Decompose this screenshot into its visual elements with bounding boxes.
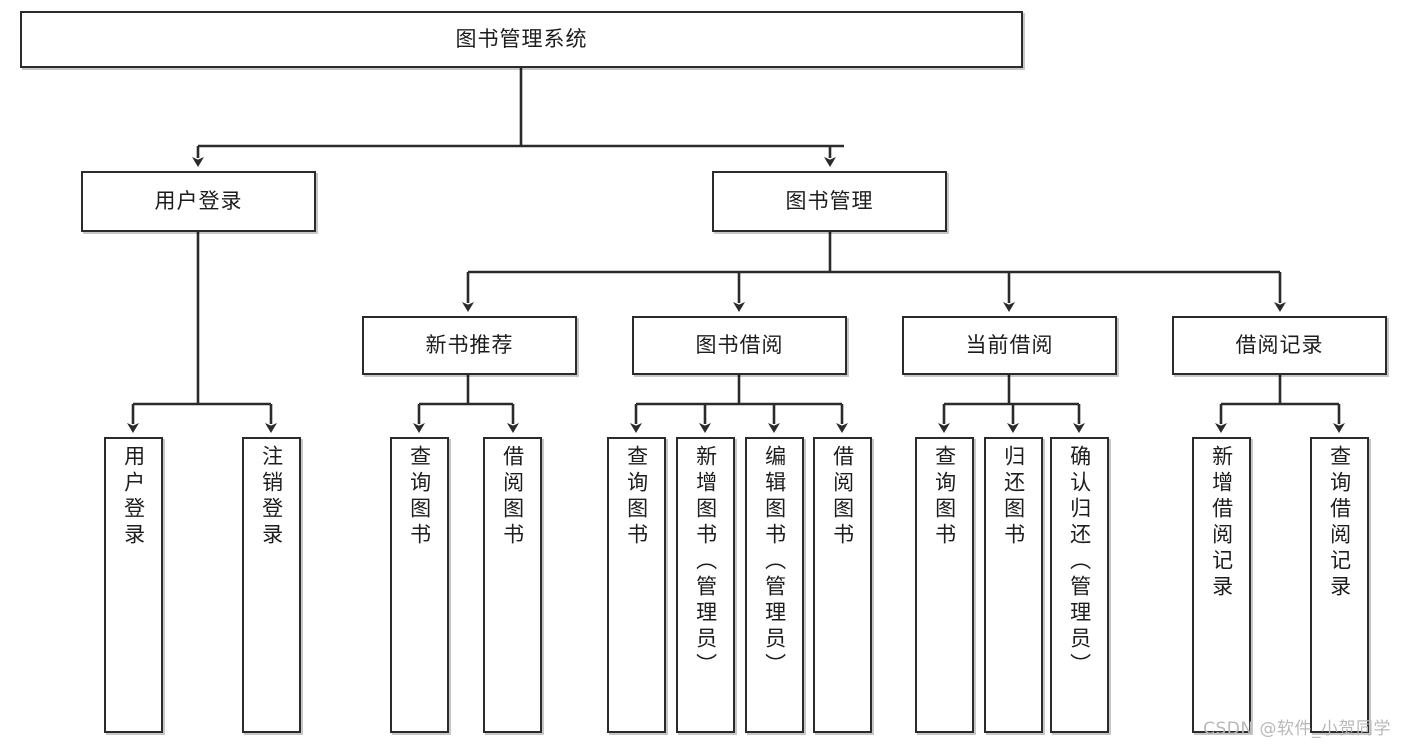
- node-leaf-user-login[interactable]: 用户登录: [104, 437, 163, 733]
- node-new-book-rec-label: 新书推荐: [425, 332, 514, 357]
- node-leaf-cb-query-label: 查询图书: [932, 445, 957, 549]
- node-leaf-cb-return[interactable]: 归还图书: [984, 437, 1043, 733]
- node-leaf-br-query[interactable]: 查询借阅记录: [1310, 437, 1369, 733]
- node-leaf-user-logout[interactable]: 注销登录: [242, 437, 301, 733]
- node-book-manage-label: 图书管理: [785, 188, 874, 213]
- node-current-borrow[interactable]: 当前借阅: [902, 316, 1117, 375]
- node-root-label: 图书管理系统: [455, 26, 588, 51]
- node-leaf-user-login-label: 用户登录: [121, 445, 146, 549]
- node-borrow-record[interactable]: 借阅记录: [1172, 316, 1387, 375]
- node-leaf-bb-borrow-label: 借阅图书: [830, 445, 855, 549]
- node-leaf-bb-query-label: 查询图书: [624, 445, 649, 549]
- node-leaf-br-add[interactable]: 新增借阅记录: [1192, 437, 1251, 733]
- node-leaf-rec-query[interactable]: 查询图书: [390, 437, 449, 733]
- node-leaf-user-logout-label: 注销登录: [259, 445, 284, 549]
- node-leaf-bb-add-label: 新增图书（管理员）: [693, 445, 718, 679]
- node-leaf-bb-edit-label: 编辑图书（管理员）: [762, 445, 787, 679]
- node-book-manage[interactable]: 图书管理: [712, 171, 947, 232]
- node-leaf-bb-borrow[interactable]: 借阅图书: [813, 437, 872, 733]
- node-borrow-record-label: 借阅记录: [1235, 332, 1324, 357]
- node-leaf-rec-borrow-label: 借阅图书: [500, 445, 525, 549]
- node-leaf-cb-return-label: 归还图书: [1001, 445, 1026, 549]
- node-book-borrow-label: 图书借阅: [695, 332, 784, 357]
- node-leaf-rec-borrow[interactable]: 借阅图书: [483, 437, 542, 733]
- node-current-borrow-label: 当前借阅: [965, 332, 1054, 357]
- node-leaf-cb-query[interactable]: 查询图书: [915, 437, 974, 733]
- node-user-login-label: 用户登录: [154, 188, 243, 213]
- node-leaf-bb-add[interactable]: 新增图书（管理员）: [676, 437, 735, 733]
- node-leaf-cb-confirm[interactable]: 确认归还（管理员）: [1050, 437, 1109, 733]
- node-leaf-cb-confirm-label: 确认归还（管理员）: [1067, 445, 1092, 679]
- node-leaf-br-add-label: 新增借阅记录: [1209, 445, 1234, 601]
- node-user-login[interactable]: 用户登录: [81, 171, 316, 232]
- node-leaf-bb-edit[interactable]: 编辑图书（管理员）: [745, 437, 804, 733]
- node-leaf-bb-query[interactable]: 查询图书: [607, 437, 666, 733]
- node-new-book-rec[interactable]: 新书推荐: [362, 316, 577, 375]
- node-book-borrow[interactable]: 图书借阅: [632, 316, 847, 375]
- node-leaf-br-query-label: 查询借阅记录: [1327, 445, 1352, 601]
- node-root[interactable]: 图书管理系统: [20, 11, 1023, 68]
- node-leaf-rec-query-label: 查询图书: [407, 445, 432, 549]
